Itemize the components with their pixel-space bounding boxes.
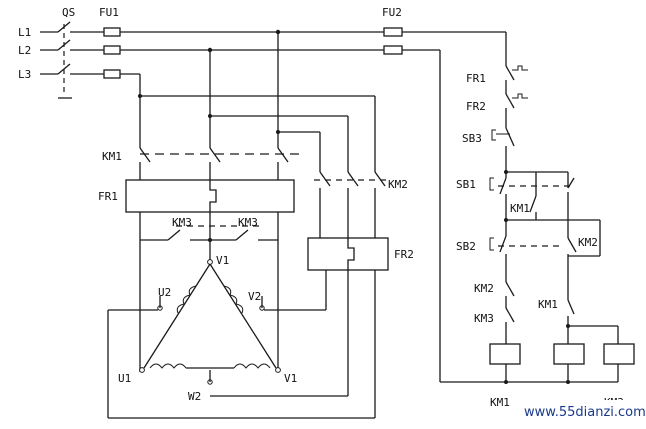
label-sb3: SB3: [462, 132, 482, 145]
label-sb1: SB1: [456, 178, 476, 191]
label-l1: L1: [18, 26, 31, 39]
label-km3-right: KM3: [238, 216, 258, 229]
fu2-fuses: [383, 27, 403, 55]
label-fu2: FU2: [382, 6, 402, 19]
qs-isolator: [57, 21, 72, 99]
label-km1-aux: KM1: [510, 202, 530, 215]
label-sb2: SB2: [456, 240, 476, 253]
labels: L1 L2 L3 QS FU1 FU2 KM1 KM2 FR1 FR2 KM3 …: [18, 6, 624, 409]
label-fr2: FR2: [394, 248, 414, 261]
supply-lines: [40, 31, 506, 75]
label-qs: QS: [62, 6, 75, 19]
label-v1-bottom: V1: [284, 372, 297, 385]
label-l2: L2: [18, 44, 31, 57]
label-v2: V2: [248, 290, 261, 303]
label-km2-aux: KM2: [578, 236, 598, 249]
label-km3-left: KM3: [172, 216, 192, 229]
label-km2-interlock: KM2: [474, 282, 494, 295]
label-l3: L3: [18, 68, 31, 81]
label-km1-coil: KM1: [490, 396, 510, 409]
label-fr1: FR1: [98, 190, 118, 203]
label-fr1-ctrl: FR1: [466, 72, 486, 85]
label-u2: U2: [158, 286, 171, 299]
label-km1-main: KM1: [102, 150, 122, 163]
fu1-fuses: [103, 27, 121, 79]
main-circuit: [107, 32, 389, 419]
control-circuit: [439, 32, 635, 384]
label-fu1: FU1: [99, 6, 119, 19]
watermark: www.55dianzi.com: [524, 405, 646, 420]
label-u1: U1: [118, 372, 131, 385]
label-w2: W2: [188, 390, 201, 403]
label-v1-top: V1: [216, 254, 229, 267]
watermark-backdrop: [520, 400, 646, 422]
label-fr2-ctrl: FR2: [466, 100, 486, 113]
label-km2-main: KM2: [388, 178, 408, 191]
label-km1-branch: KM1: [538, 298, 558, 311]
label-km3-interlock: KM3: [474, 312, 494, 325]
